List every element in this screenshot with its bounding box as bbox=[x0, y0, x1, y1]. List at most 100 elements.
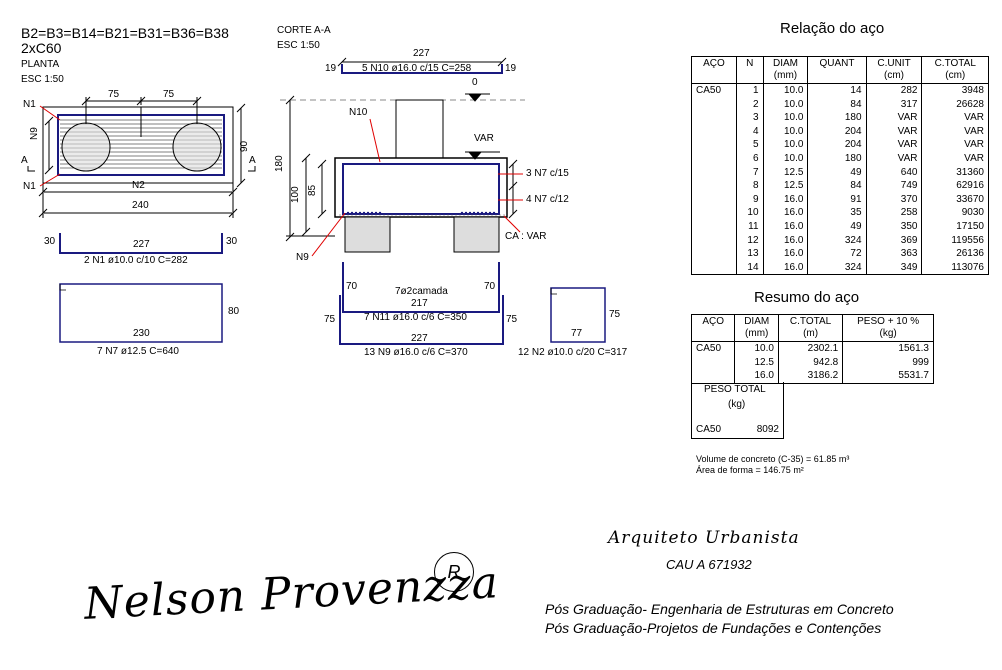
section-dim-227-top: 227 bbox=[413, 48, 430, 59]
resumo-col-aco: AÇO bbox=[690, 314, 736, 342]
n9-dim-mid: 227 bbox=[411, 333, 428, 344]
table-cell: 12.5 bbox=[762, 165, 808, 180]
table-cell: 10.0 bbox=[762, 138, 808, 152]
plan-dim-240: 240 bbox=[132, 200, 149, 211]
plan-dim-90: 90 bbox=[239, 140, 250, 152]
n11-note: 7ø2camada bbox=[395, 286, 448, 297]
section-dim-100: 100 bbox=[290, 186, 301, 203]
table-cell: 12.5 bbox=[762, 179, 808, 193]
table-cell: 324 bbox=[807, 260, 867, 275]
section-dim-180: 180 bbox=[274, 155, 285, 172]
plan-view bbox=[27, 96, 256, 218]
table-cell: 119556 bbox=[921, 233, 989, 248]
table-cell: VAR bbox=[865, 138, 922, 152]
table-cell: 324 bbox=[807, 233, 867, 248]
table-cell: 11 bbox=[735, 219, 764, 234]
table-cell: 204 bbox=[807, 138, 867, 152]
table-cell: 749 bbox=[865, 179, 922, 193]
plan-n2-label: N2 bbox=[132, 180, 145, 191]
relacao-col-quant: QUANT bbox=[807, 56, 867, 84]
table-cell: VAR bbox=[865, 151, 922, 166]
table-cell: 33670 bbox=[921, 192, 989, 207]
resumo-col-peso: PESO + 10 %(kg) bbox=[842, 314, 934, 342]
table-cell: VAR bbox=[865, 111, 922, 125]
table-cell: 10 bbox=[735, 206, 764, 220]
table-row: CA50 10.0 2302.1 1561.3 bbox=[692, 341, 934, 356]
plan-n9-label: N9 bbox=[29, 127, 40, 140]
section-n7-a: 3 N7 c/15 bbox=[526, 168, 569, 179]
bar-n10-label: 5 N10 ø16.0 c/15 C=258 bbox=[362, 63, 472, 74]
table-cell: 35 bbox=[807, 206, 867, 220]
table-cell: 363 bbox=[865, 247, 922, 261]
table-cell: VAR bbox=[921, 151, 989, 166]
n1-bar-label: 2 N1 ø10.0 c/10 C=282 bbox=[84, 255, 188, 266]
resumo-col-diam: DIAM(mm) bbox=[734, 314, 779, 342]
n1-dim-mid: 227 bbox=[133, 239, 150, 250]
n9-bar-label: 13 N9 ø16.0 c/6 C=370 bbox=[364, 347, 468, 358]
relacao-table: AÇO N DIAM(mm) QUANT C.UNIT(cm) C.TOTAL(… bbox=[691, 56, 989, 276]
plan-section-mark-left: A bbox=[21, 155, 28, 166]
n1-dim-left: 30 bbox=[44, 236, 56, 247]
plan-scale: ESC 1:50 bbox=[21, 74, 64, 85]
section-dim-19-right: 19 bbox=[505, 63, 517, 74]
table-cell: 2 bbox=[735, 97, 764, 112]
section-label: CORTE A-A bbox=[277, 25, 331, 36]
table-cell: 10.0 bbox=[762, 83, 808, 98]
drawing-subtitle: 2xC60 bbox=[21, 40, 62, 56]
relacao-col-diam: DIAM(mm) bbox=[762, 56, 809, 84]
plan-section-mark-right: A bbox=[249, 155, 256, 166]
table-cell: 12 bbox=[735, 233, 764, 248]
relacao-steel: CA50 bbox=[696, 85, 722, 96]
table-cell: 1 bbox=[735, 83, 764, 98]
table-cell: 3948 bbox=[921, 83, 989, 98]
area-forma: Área de forma = 146.75 m² bbox=[696, 465, 804, 475]
table-cell: 91 bbox=[807, 192, 867, 207]
table-cell: 16.0 bbox=[762, 206, 808, 220]
n2-bar-label: 12 N2 ø10.0 c/20 C=317 bbox=[518, 347, 628, 358]
level-var: VAR bbox=[474, 133, 494, 144]
plan-leaders bbox=[39, 105, 61, 187]
table-cell: VAR bbox=[921, 124, 989, 139]
plan-dim-75-left: 75 bbox=[108, 89, 120, 100]
table-row: 16.0 3186.2 5531.7 bbox=[692, 369, 934, 384]
table-cell: 13 bbox=[735, 247, 764, 261]
table-cell: 5 bbox=[735, 138, 764, 152]
table-cell: 14 bbox=[735, 260, 764, 275]
table-cell: VAR bbox=[921, 111, 989, 125]
section-rebar-dots bbox=[346, 211, 496, 215]
section-dim-19-left: 19 bbox=[325, 63, 337, 74]
peso-total-unit: (kg) bbox=[728, 399, 746, 410]
credits-role: Arquiteto Urbanista bbox=[608, 528, 800, 548]
section-scale: ESC 1:50 bbox=[277, 40, 320, 51]
table-cell: 350 bbox=[865, 219, 922, 234]
credits-pos1: Pós Graduação- Engenharia de Estruturas … bbox=[545, 601, 894, 617]
table-cell: 204 bbox=[807, 124, 867, 139]
table-cell: 317 bbox=[865, 97, 922, 112]
table-cell: 349 bbox=[865, 260, 922, 275]
section-dim-85: 85 bbox=[307, 184, 318, 196]
resumo-title: Resumo do aço bbox=[754, 289, 860, 306]
n2-dim-width: 77 bbox=[571, 328, 583, 339]
relacao-header-row: AÇO N DIAM(mm) QUANT C.UNIT(cm) C.TOTAL(… bbox=[691, 56, 989, 84]
table-cell: 49 bbox=[807, 165, 867, 180]
table-cell: 180 bbox=[807, 111, 867, 125]
table-cell: 9 bbox=[735, 192, 764, 207]
level-zero: 0 bbox=[472, 77, 478, 88]
bar-details bbox=[59, 64, 606, 345]
table-cell: 113076 bbox=[921, 260, 989, 275]
n1-dim-right: 30 bbox=[226, 236, 238, 247]
section-n10-label: N10 bbox=[349, 107, 368, 118]
table-cell: 49 bbox=[807, 219, 867, 234]
n7-bar-label: 7 N7 ø12.5 C=640 bbox=[97, 346, 179, 357]
table-cell: 7 bbox=[735, 165, 764, 180]
plan-label: PLANTA bbox=[21, 59, 60, 70]
table-cell: 10.0 bbox=[762, 151, 808, 166]
